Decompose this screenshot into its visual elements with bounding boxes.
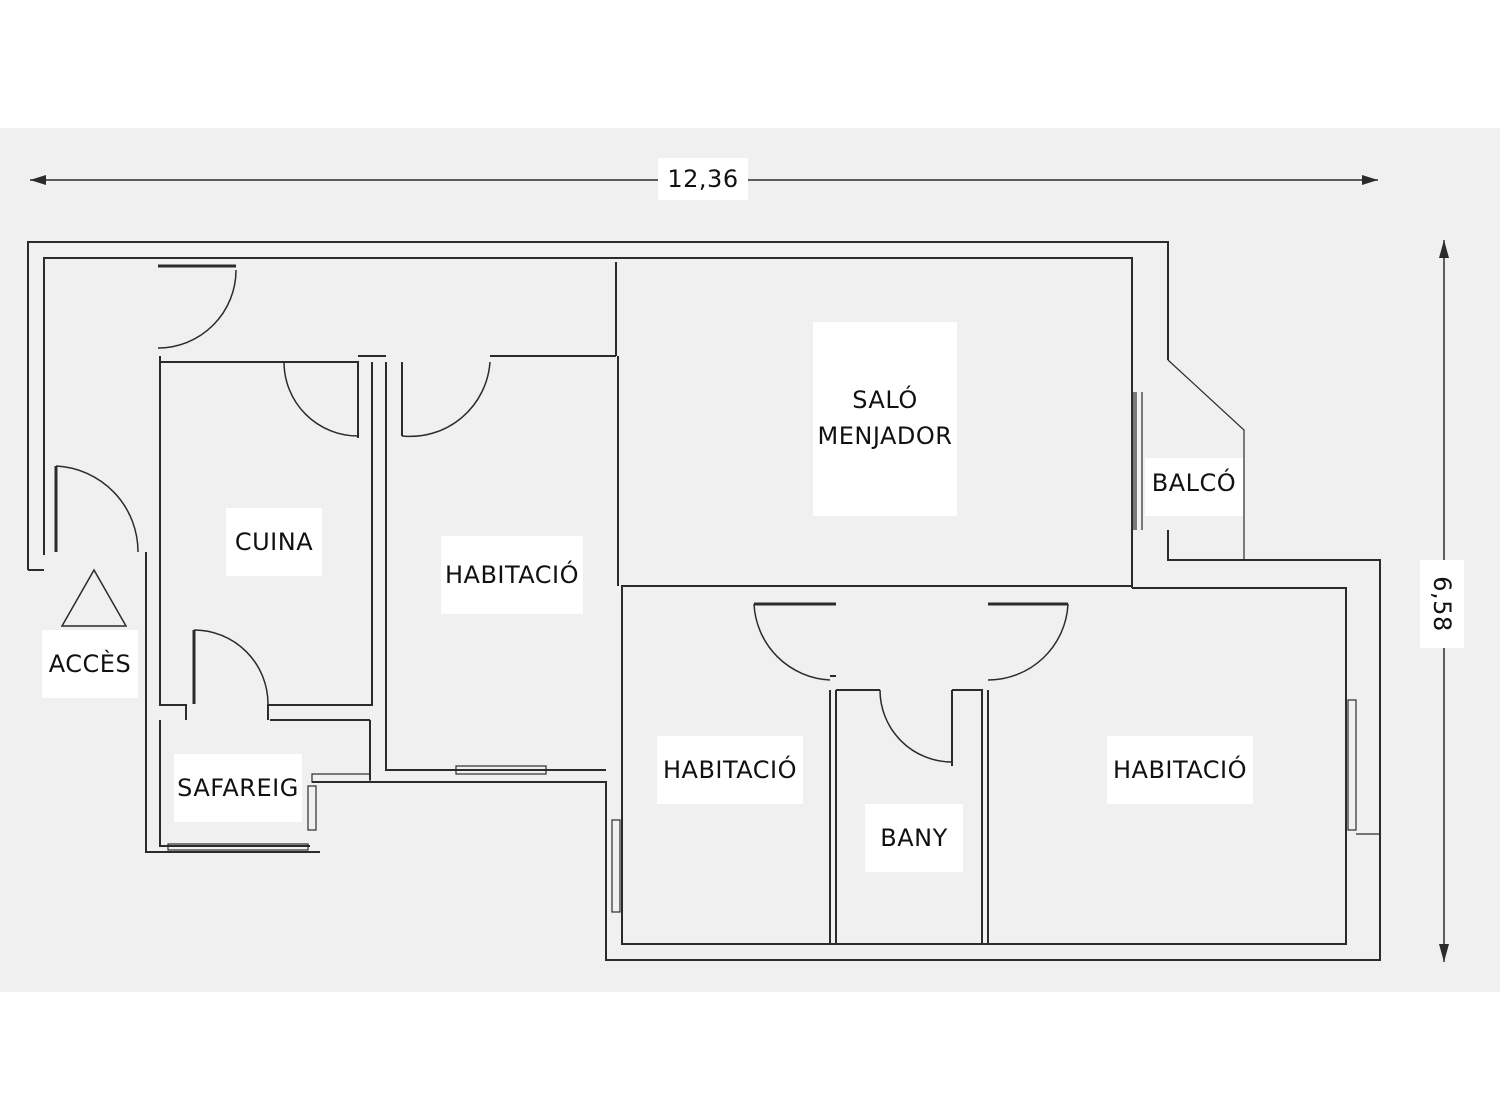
access-arrow-icon <box>60 568 128 627</box>
interior-walls <box>145 262 619 853</box>
height-dimension-label: 6,58 <box>1420 560 1464 648</box>
room-label-balco: BALCÓ <box>1145 458 1243 516</box>
outer-walls <box>27 241 1381 961</box>
room-label-habitacio-1: HABITACIÓ <box>441 536 583 614</box>
room-label-cuina: CUINA <box>226 508 322 576</box>
balcony-outline <box>1135 359 1245 560</box>
room-label-habitacio-2: HABITACIÓ <box>657 736 803 804</box>
room-label-habitacio-3: HABITACIÓ <box>1107 736 1253 804</box>
bathroom-walls <box>829 675 989 944</box>
room-label-salo: SALÓ <box>852 386 918 414</box>
room-label-safareig: SAFAREIG <box>174 754 302 822</box>
room-label-bany: BANY <box>865 804 963 872</box>
width-dimension-label: 12,36 <box>658 158 748 200</box>
room-label-menjador: MENJADOR <box>817 422 953 450</box>
windows <box>167 392 1380 913</box>
room-label-salo-menjador: SALÓ MENJADOR <box>813 322 957 516</box>
door-swings <box>54 264 1069 763</box>
room-label-acces: ACCÈS <box>42 630 138 698</box>
